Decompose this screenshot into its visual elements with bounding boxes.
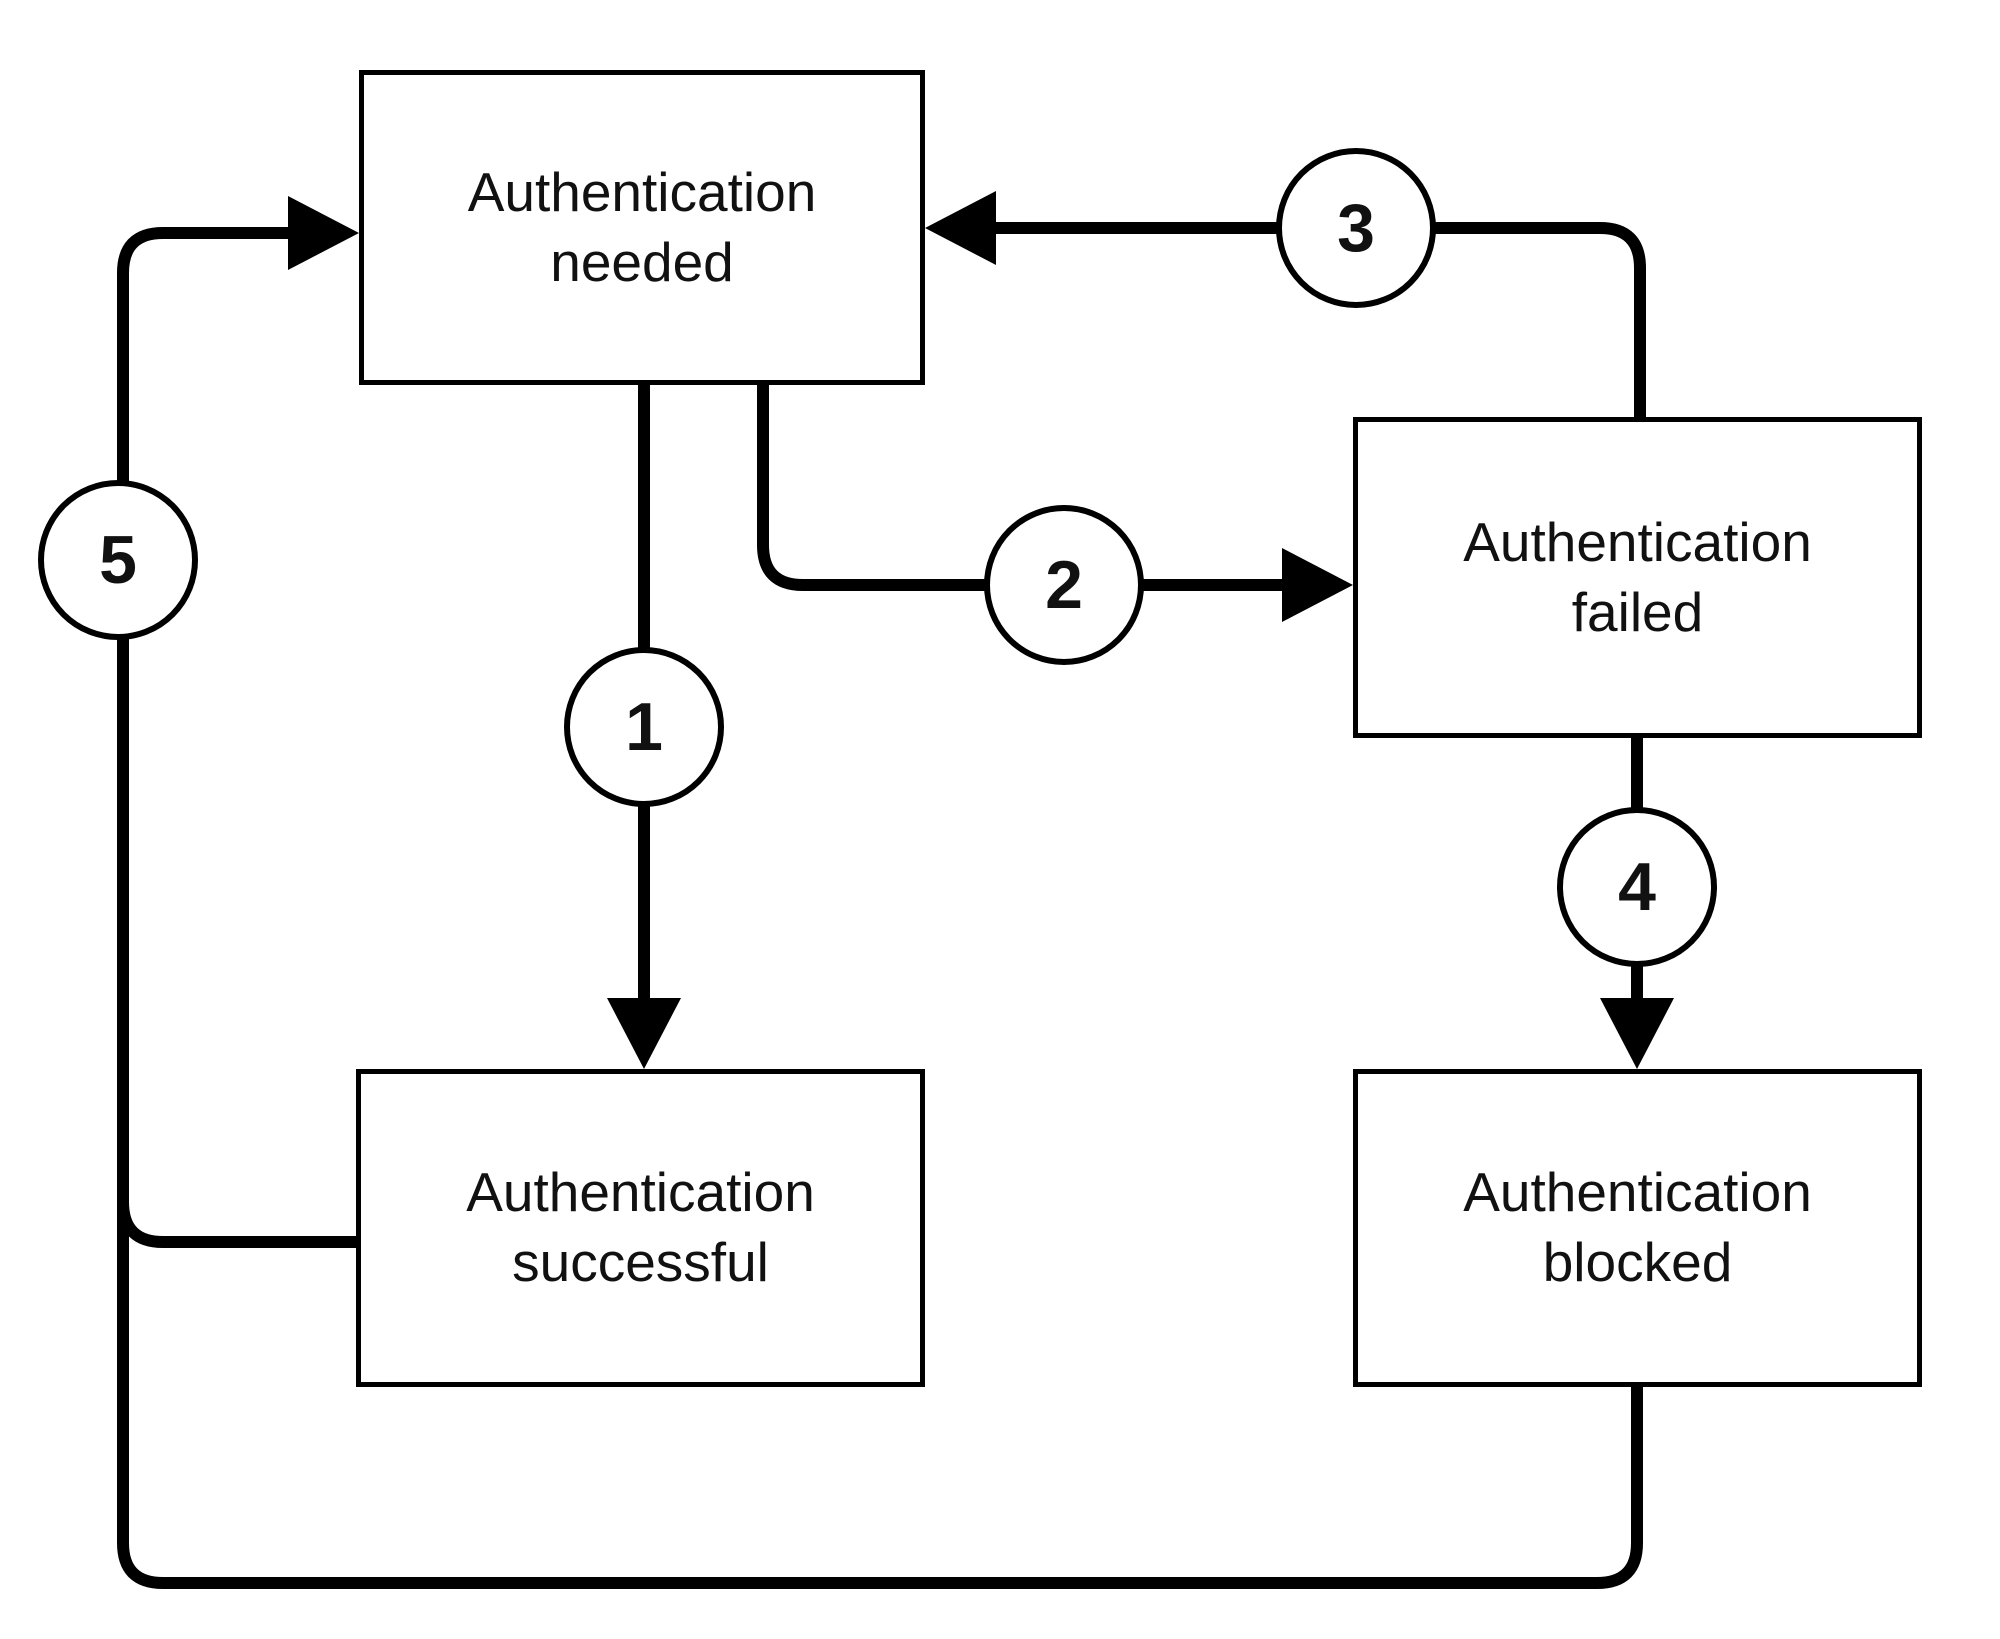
edge-blocked-loop-to-needed [117,227,1643,1589]
step-marker-2: 2 [984,505,1144,665]
state-box-authentication-needed: Authentication needed [359,70,925,385]
label-line: Authentication [466,1161,815,1224]
arrowhead-right-needed [288,196,359,270]
state-box-authentication-failed: Authentication failed [1353,417,1922,738]
arrowhead-left-needed [925,191,996,265]
label-line: successful [512,1231,769,1293]
state-label-authentication-failed: Authentication failed [1463,508,1812,648]
label-line: Authentication [1463,1161,1812,1224]
label-line: Authentication [467,160,817,223]
label-line: failed [1571,580,1704,643]
step-marker-3: 3 [1276,148,1436,308]
state-label-authentication-blocked: Authentication blocked [1463,1158,1812,1298]
edge-needed-to-failed [757,385,1288,591]
step-marker-4: 4 [1557,807,1717,967]
edge-failed-to-needed [990,222,1646,417]
label-line: needed [550,230,734,293]
arrowhead-down-blocked [1600,998,1674,1069]
state-label-authentication-successful: Authentication successful [466,1158,815,1298]
edge-successful-to-loop [117,1201,356,1248]
arrowhead-down-successful [607,998,681,1069]
state-box-authentication-blocked: Authentication blocked [1353,1069,1922,1387]
label-line: blocked [1542,1231,1733,1293]
arrowhead-right-failed [1282,548,1353,622]
step-marker-5: 5 [38,480,198,640]
step-marker-1: 1 [564,647,724,807]
label-line: Authentication [1463,510,1812,573]
state-label-authentication-needed: Authentication needed [468,158,817,298]
state-box-authentication-successful: Authentication successful [356,1069,925,1387]
